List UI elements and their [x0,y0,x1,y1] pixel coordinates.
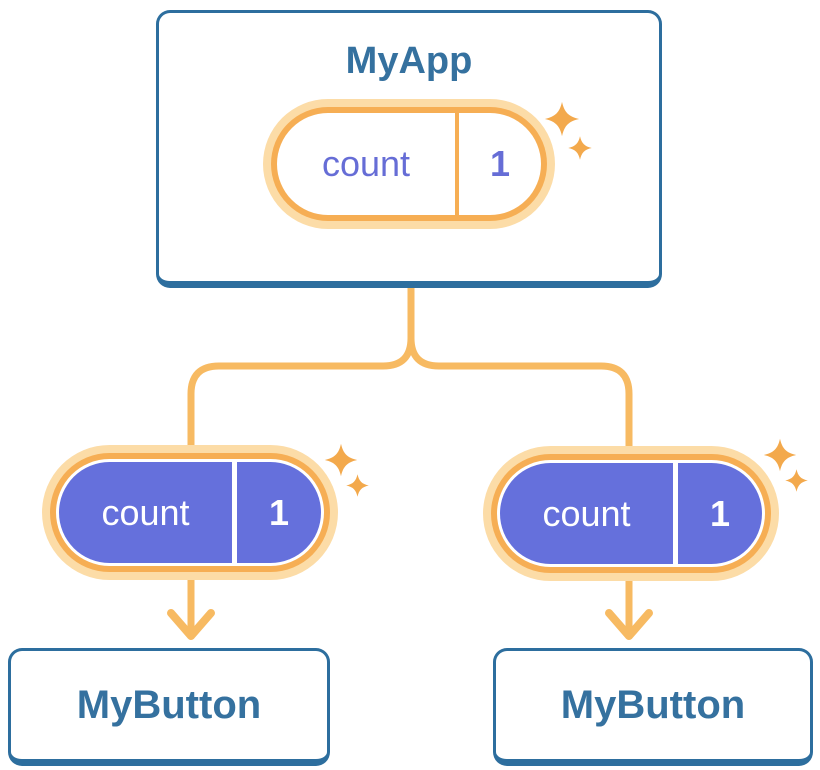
prop-label: count [101,491,190,533]
root-component-title: MyApp [345,40,473,82]
pill-divider [673,463,678,564]
child-component-title: MyButton [76,682,262,727]
prop-value: 1 [268,491,290,533]
prop-value: 1 [709,492,731,534]
prop-pill-fill: count 1 [500,463,762,564]
state-pill-root: count 1 [263,98,555,229]
branch-left-line [187,334,415,459]
prop-pill-fill: count 1 [59,462,321,563]
prop-pill-body: count 1 [56,459,324,566]
sparkle-icon [762,437,798,473]
state-value: 1 [489,142,511,184]
branch-right-line [407,334,633,459]
state-pill-body: count 1 [277,112,541,215]
component-card-root: MyApp count 1 [156,10,662,288]
arrow-left-head-icon [167,609,215,640]
sparkle-icon [567,135,593,161]
prop-pill-body: count 1 [497,460,765,567]
component-card-child-right: MyButton [493,648,813,766]
child-component-title: MyButton [560,682,746,727]
state-label: count [321,142,411,184]
state-pill-ring: count 1 [271,106,547,221]
sparkle-icon [543,100,581,138]
component-card-child-left: MyButton [8,648,330,766]
pill-divider [455,112,459,215]
arrow-right-head-icon [605,609,653,640]
prop-pill-ring: count 1 [50,453,330,572]
pill-divider [232,462,237,563]
sparkle-icon [323,442,359,478]
prop-pill-ring: count 1 [491,454,771,573]
sparkle-icon [345,473,370,498]
prop-pill-left: count 1 [42,445,338,580]
prop-label: count [542,492,631,534]
sparkle-icon [784,468,809,493]
prop-pill-right: count 1 [483,446,779,581]
